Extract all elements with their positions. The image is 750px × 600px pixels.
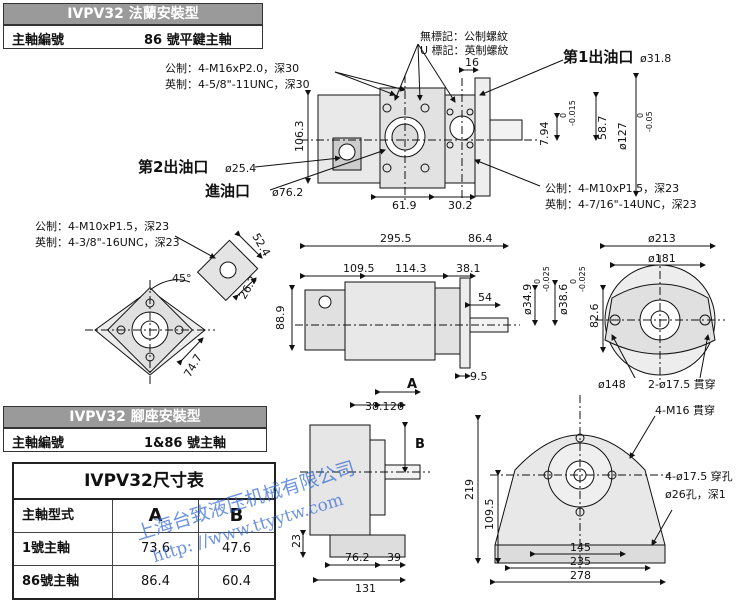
dim-2-17-5: 2-ø17.5 貫穿 [648,377,716,391]
bottom-side-view [300,389,430,583]
dim-23: 23 [290,534,303,548]
flange-shaft-row: 主軸編號 86 號平鍵主軸 [3,25,263,49]
outlet1-label: 第1出油口 [563,48,633,66]
dimension-table-header: 主軸型式 A B [14,500,274,533]
table-cell: 86.4 [113,566,199,598]
flange-section-title: IVPV32 法蘭安裝型 [3,3,263,25]
dim-52-4: 52.4 [249,231,273,259]
middle-right-view [595,243,725,385]
outlet2-label: 第2出油口 [138,158,208,176]
dim-86-4: 86.4 [468,232,493,245]
table-cell: 86號主軸 [14,566,113,598]
foot-shaft-label: 主軸編號 [12,436,65,451]
dimension-table: IVPV32尺寸表 主軸型式 A B 1號主軸 73.6 47.6 86號主軸 … [12,462,276,600]
dim-295-5: 295.5 [380,232,412,245]
dim-181: ø181 [648,252,676,265]
dim-38-1: 38.1 [456,262,481,275]
inlet-label: 進油口 [205,182,250,200]
dim-148: ø148 [598,378,626,391]
dim-82-6: 82.6 [588,304,601,329]
dim-38-6: ø38.6 [557,284,570,315]
dim-38-1-b: 38.1 [365,400,390,413]
header-cell: 主軸型式 [14,500,113,532]
label-b: B [415,437,425,452]
flange-shaft-value: 86 號平鍵主軸 [144,33,232,48]
note-26: ø26孔，深1 [665,488,726,501]
header-cell: B [229,505,244,526]
note-17-5: 4-ø17.5 穿孔 [665,469,733,483]
dim-88-9: 88.9 [274,306,287,331]
tol-38-6-lower: -0.025 [578,266,587,292]
foot-shaft-value: 1&86 號主軸 [144,436,226,451]
label-a: A [407,377,417,392]
dim-131: 131 [355,582,376,594]
dim-7-94: 7.94 [538,122,551,147]
foot-section-title: IVPV32 腳座安裝型 [3,406,267,428]
tol-7-94-upper: 0 [559,113,568,118]
thread-inch-a: 英制：4-5/8"-11UNC，深30 [165,77,310,91]
dim-30-2: 30.2 [448,199,473,212]
dim-235: 235 [570,555,591,568]
table-row: 1號主軸 73.6 47.6 [14,533,274,566]
table-cell: 1號主軸 [14,533,113,565]
thread-metric-a: 公制：4-M16xP2.0，深30 [165,62,299,75]
dim-26-b: 26 [390,400,404,413]
dim-16: 16 [465,56,479,69]
tol-38-6-upper: 0 [569,279,578,284]
table-cell: 60.4 [222,574,251,589]
note-no-mark: 無標記：公制螺紋 [420,29,508,43]
table-cell: 73.6 [113,533,199,565]
dimension-table-title: IVPV32尺寸表 [14,464,274,500]
foot-shaft-row: 主軸編號 1&86 號主軸 [3,428,267,452]
dim-9-5: 9.5 [470,370,488,383]
dim-213: ø213 [648,232,676,245]
bottom-front-view [475,395,673,585]
outlet1-dia: ø31.8 [640,52,671,65]
dim-145: 145 [570,541,591,554]
header-cell: A [113,500,199,532]
dim-34-9: ø34.9 [521,284,534,315]
dim-109-5-b: 109.5 [483,499,496,531]
dim-58-7: 58.7 [596,116,609,141]
tol-7-94-lower: -0.015 [568,100,577,126]
dim-54: 54 [478,291,492,304]
outlet2-dia: ø25.4 [225,162,256,175]
note-m16: 4-M16 貫穿 [655,403,715,417]
thread-metric-b: 公制：4-M10xP1.5，深23 [545,182,679,195]
inlet-dia: ø76.2 [272,186,303,199]
dim-45: 45° [172,272,192,285]
dim-127: ø127 [616,122,629,150]
dim-114-3: 114.3 [395,262,427,275]
table-cell: 47.6 [222,541,251,556]
tol-34-9-upper: 0 [533,279,542,284]
top-pump-view [254,43,639,200]
dim-278: 278 [570,569,591,582]
tol-127-lower: -0.05 [645,111,654,132]
dim-106-3: 106.3 [293,121,306,153]
middle-side-view [289,243,558,379]
middle-left-view [85,230,263,385]
tol-34-9-lower: -0.025 [542,266,551,292]
tol-127-upper: 0 [636,113,645,118]
note-u-mark: U 標記：英制螺紋 [420,43,509,57]
mid-thread-metric: 公制：4-M10xP1.5，深23 [35,220,169,233]
dim-61-9: 61.9 [392,199,417,212]
dim-109-5: 109.5 [343,262,375,275]
dim-76-2: 76.2 [345,551,370,564]
mid-thread-inch: 英制：4-3/8"-16UNC，深23 [35,235,180,249]
table-row: 86號主軸 86.4 60.4 [14,566,274,598]
thread-inch-b: 英制：4-7/16"-14UNC，深23 [545,197,697,211]
dim-74-7: 74.7 [181,352,205,380]
flange-shaft-label: 主軸編號 [12,33,65,48]
dim-39: 39 [387,551,401,564]
dim-219: 219 [463,479,476,500]
